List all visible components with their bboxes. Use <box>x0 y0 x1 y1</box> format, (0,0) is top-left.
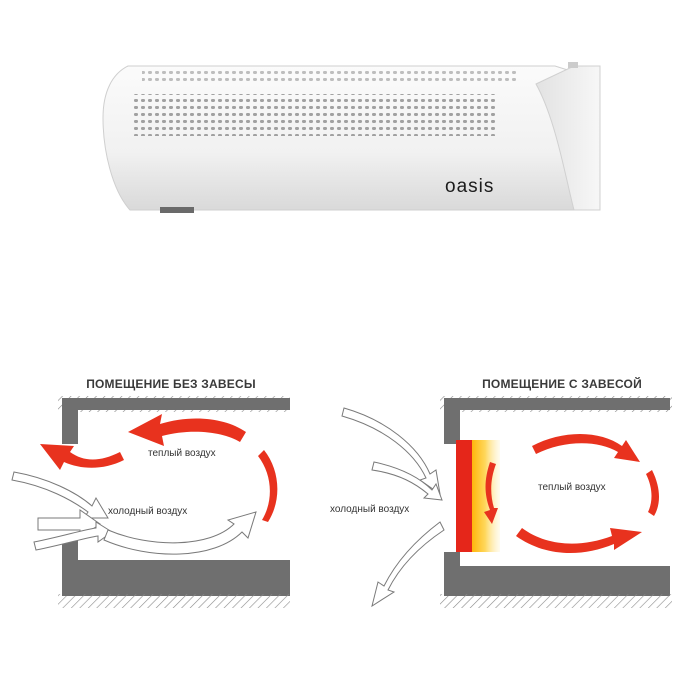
cold-air-arrow-loop <box>103 511 257 555</box>
warm-air-arrow-exit <box>40 444 124 470</box>
cold-air-arrow-top-incoming <box>341 407 441 496</box>
floor-hatch-right <box>440 594 672 608</box>
warm-air-arrow-bottom <box>516 528 642 554</box>
upper-door-jamb-right <box>444 398 460 444</box>
floor-hatch <box>58 594 290 608</box>
ceiling-wall <box>62 398 290 410</box>
warm-air-arrow-right-side <box>646 470 659 516</box>
warm-air-arrow-top-right <box>532 434 640 462</box>
cold-air-label-right: холодный воздух <box>330 504 409 515</box>
floor-wall <box>62 560 290 596</box>
warm-air-label-left: теплый воздух <box>148 448 216 459</box>
air-curtain-unit: oasis <box>102 62 601 213</box>
ceiling-wall-right <box>444 398 670 410</box>
warm-air-arrow-top <box>128 414 246 446</box>
air-curtain-glow <box>470 440 500 552</box>
upper-door-jamb <box>62 398 78 444</box>
lower-door-jamb-right <box>444 552 460 596</box>
unit-top-grille <box>142 68 518 82</box>
cold-air-arrow-mid-incoming <box>371 461 443 501</box>
unit-body <box>102 65 601 211</box>
diagram-title-with-curtain: ПОМЕЩЕНИЕ С ЗАВЕСОЙ <box>482 376 642 391</box>
lower-door-jamb <box>62 540 78 596</box>
diagram-title-without-curtain: ПОМЕЩЕНИЕ БЕЗ ЗАВЕСЫ <box>86 377 256 391</box>
warm-air-label-right: теплый воздух <box>538 482 606 493</box>
air-curtain-jet <box>456 440 472 552</box>
warm-air-arrow-left-side <box>484 462 498 524</box>
brand-logo: oasis <box>445 176 494 197</box>
cold-air-arrow-deflected-down <box>371 521 445 608</box>
diagram-without-curtain: ПОМЕЩЕНИЕ БЕЗ ЗАВЕСЫ теплый воздух холод… <box>11 377 290 608</box>
cold-air-arrow-1 <box>11 471 109 519</box>
unit-top-tab <box>568 62 578 68</box>
unit-front-grille <box>134 94 498 136</box>
unit-end-cap <box>535 65 601 211</box>
unit-mount-bracket <box>160 207 194 213</box>
diagram-with-curtain: ПОМЕЩЕНИЕ С ЗАВЕСОЙ теплый воздух холодн… <box>330 376 672 608</box>
cold-air-label-left: холодный воздух <box>108 506 187 517</box>
warm-air-arrow-right <box>258 450 278 522</box>
floor-wall-right <box>444 566 670 596</box>
